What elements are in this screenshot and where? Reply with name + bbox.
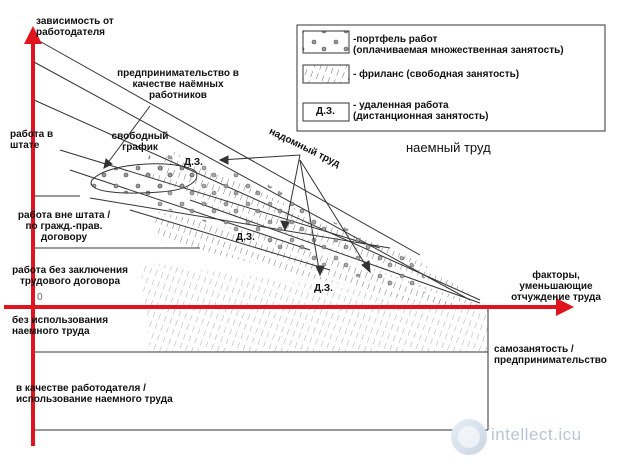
y-axis-title: зависимость от работодателя <box>36 16 114 38</box>
x-axis-title: факторы, уменьшающие отчуждение труда <box>511 270 601 303</box>
y-axis <box>24 26 42 446</box>
label-no-hired-labor: без использования наемного труда <box>12 315 109 337</box>
label-hired-labor: наемный труд <box>406 140 491 155</box>
homework-arrows <box>218 154 371 277</box>
origin-label: 0 <box>37 292 43 303</box>
watermark-text: intellect.icu <box>491 425 582 444</box>
label-remote-3: Д.З. <box>314 283 333 294</box>
legend-remote-swatch <box>302 102 350 122</box>
legend-remote-label: - удаленная работа (дистанционная занято… <box>353 100 489 122</box>
label-no-contract: работа без заключения трудового договора <box>12 265 128 287</box>
portfolio-band <box>140 150 440 295</box>
legend-portfolio-swatch <box>302 30 350 54</box>
watermark-logo <box>451 419 487 455</box>
label-remote-2: Д.З. <box>236 232 255 243</box>
label-entrepreneurship: предпринимательство в качестве наёмных р… <box>117 68 239 101</box>
legend-freelance-label: - фриланс (свободная занятость) <box>353 69 520 80</box>
label-free-schedule: свободный график <box>111 131 169 153</box>
free-schedule-oval <box>90 163 198 194</box>
label-out-of-staff: работа вне штата / по гражд.-прав. догов… <box>17 210 111 243</box>
legend-freelance-swatch <box>302 64 350 84</box>
label-employer: в качестве работодателя / использование … <box>16 383 173 405</box>
legend-box <box>296 24 606 132</box>
entrepreneurship-arrow <box>103 105 151 169</box>
legend-portfolio-label: -портфель работ (оплачиваемая множествен… <box>353 34 564 56</box>
label-in-staff: работа в штате <box>10 129 54 151</box>
x-axis <box>4 298 574 316</box>
label-remote-1: Д.З. <box>184 157 203 168</box>
label-self-employment: самозанятость / предпринимательство <box>494 344 607 366</box>
legend-remote-icon-label: Д.З. <box>316 106 335 117</box>
